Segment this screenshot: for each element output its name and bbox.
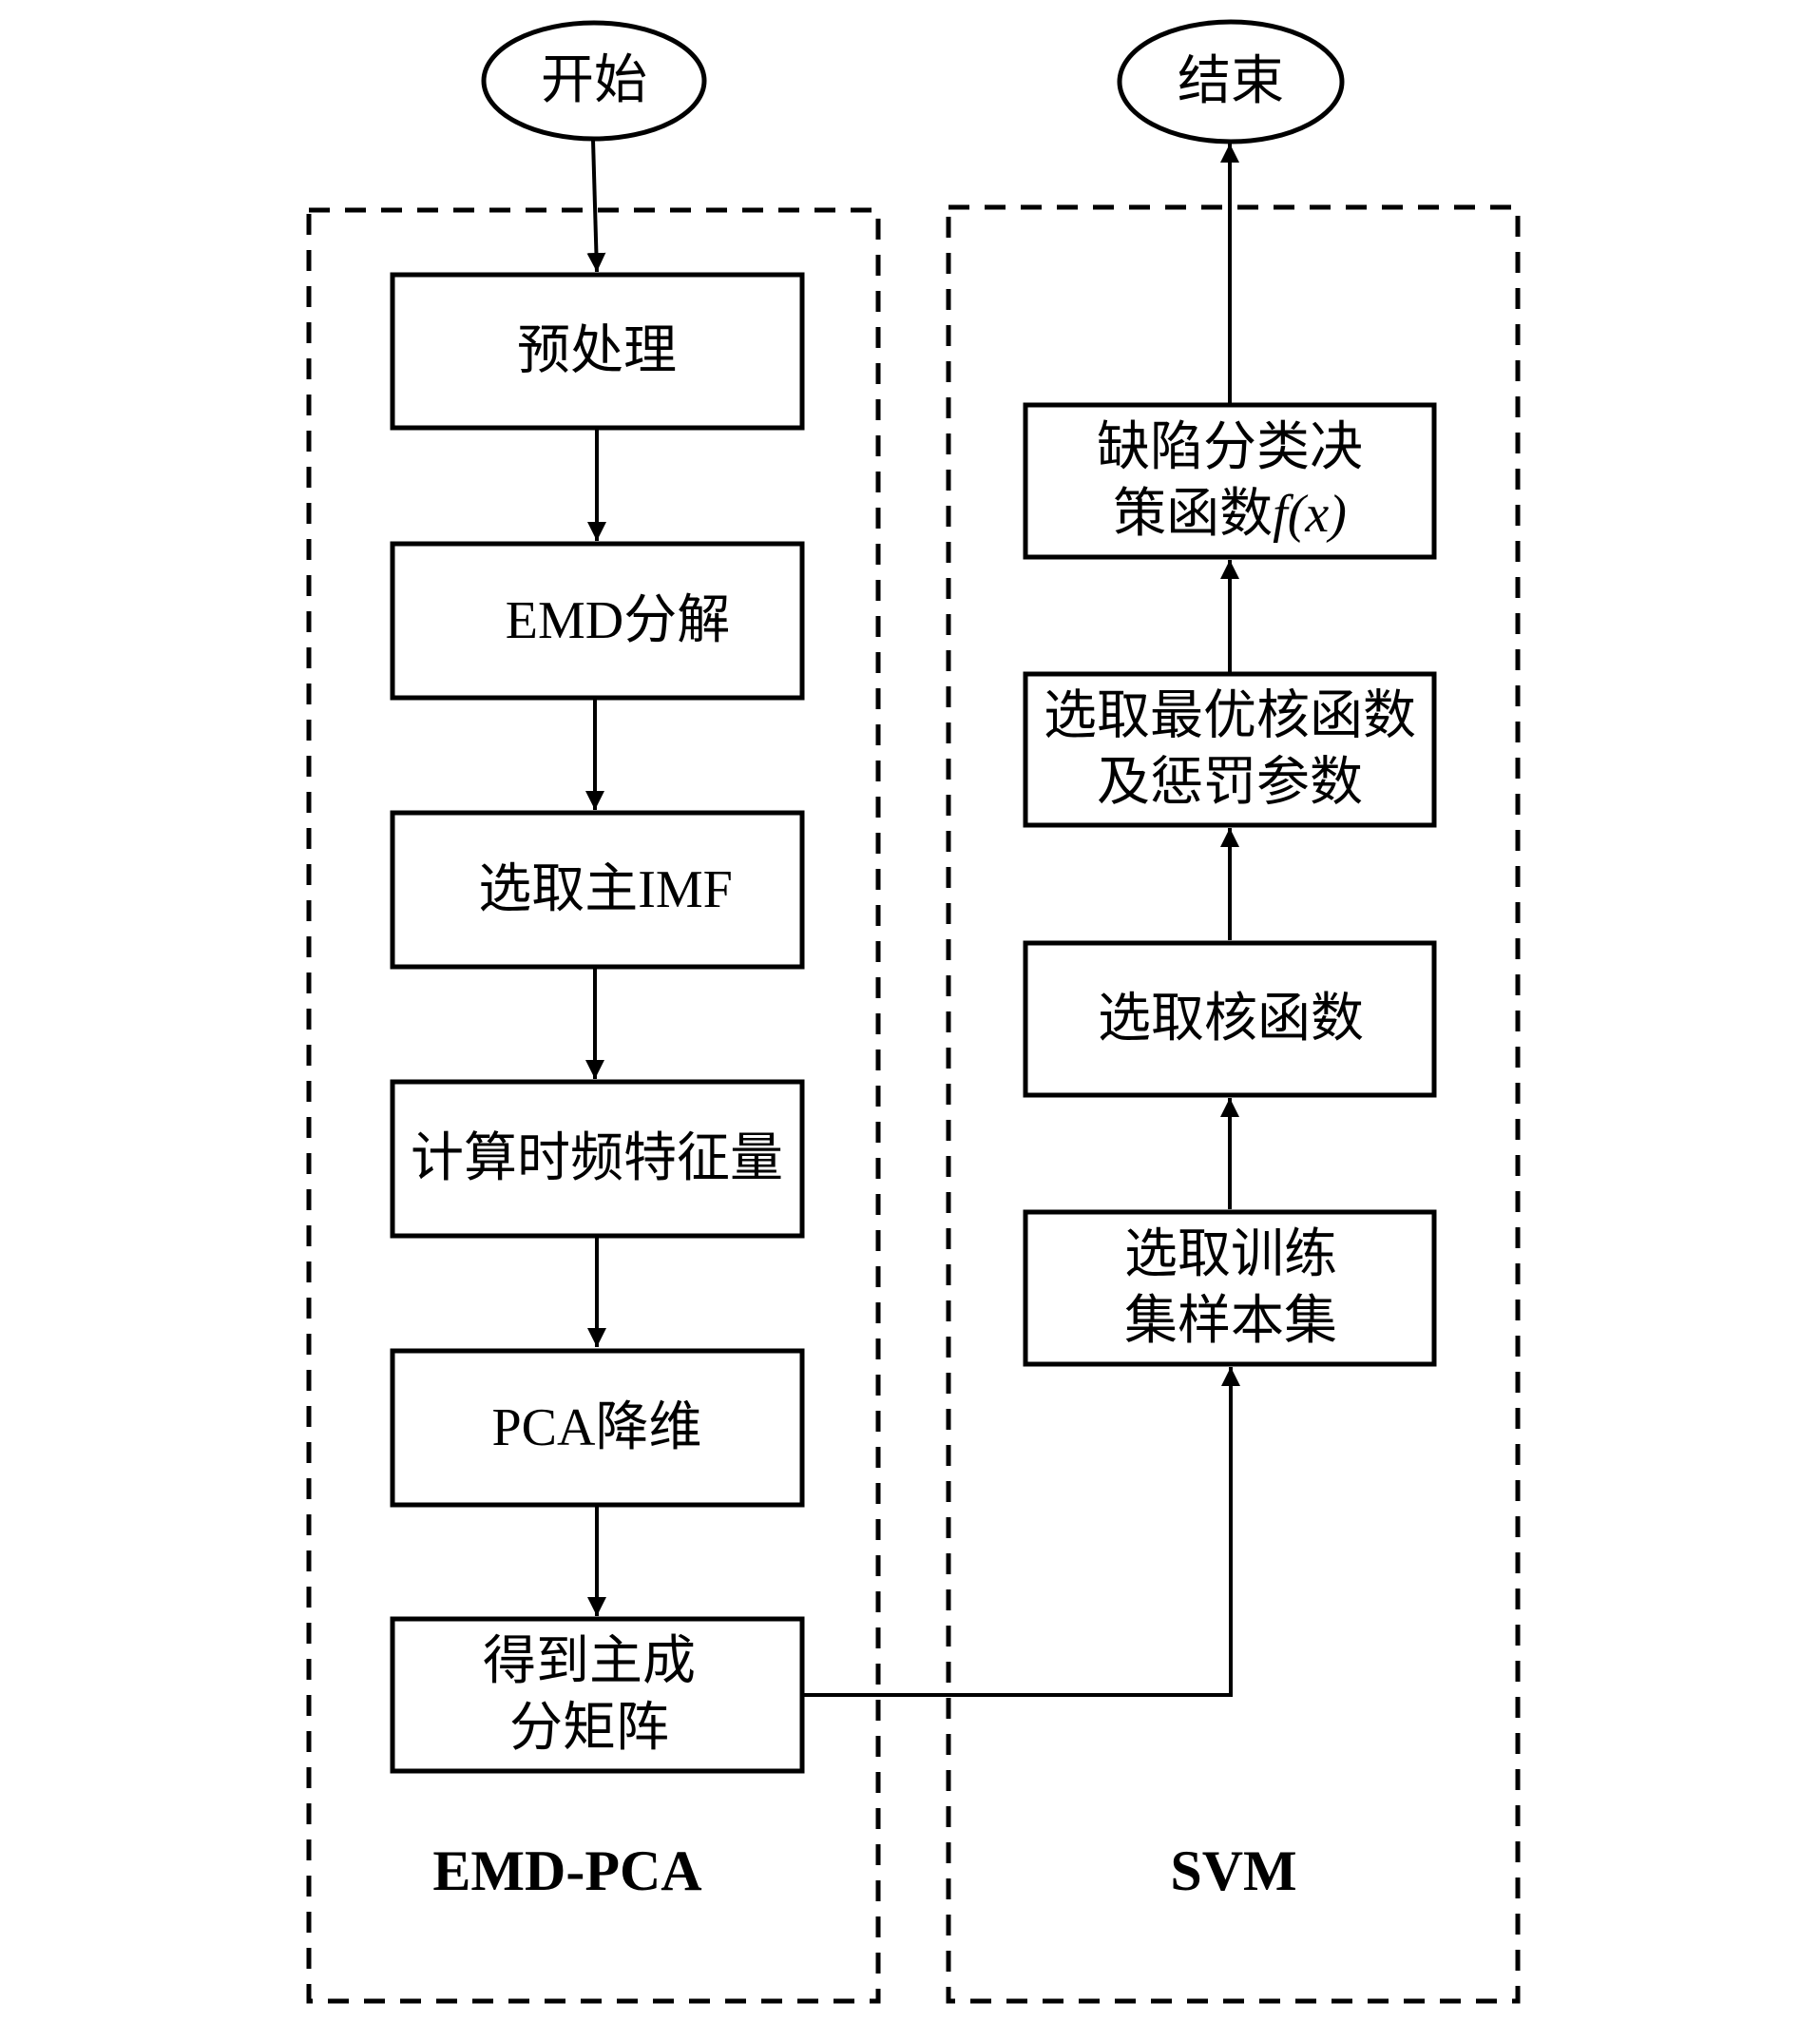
- step-compute-features-label-line-1: 计算时频特征量: [411, 1129, 783, 1188]
- step-principal-matrix-label-line-1: 得到主成: [483, 1632, 696, 1691]
- step-select-main-imf-label-line-1: 选取主IMF: [478, 860, 733, 919]
- step-optimal-kernel-penalty-label-line-1: 选取最优核函数: [1044, 687, 1416, 746]
- flow-arrows: [585, 139, 1240, 1697]
- emd-pca-group-label: EMD-PCA: [432, 1839, 701, 1902]
- step-compute-features-box: [390, 1079, 805, 1239]
- arrow-matrix-to-training-set: [803, 1367, 1240, 1697]
- step-emd-decomposition-box: [390, 541, 805, 701]
- step-optimal-kernel-penalty-box: [1023, 671, 1437, 828]
- start-label: 开始: [541, 51, 647, 110]
- svm-group-label: SVM: [1170, 1839, 1296, 1902]
- step-emd-decomposition-label-line-1: EMD分解: [506, 591, 730, 650]
- end-node[interactable]: 结束: [1117, 19, 1345, 144]
- end-ellipse: [1117, 19, 1345, 144]
- step-decision-function-label-line-2: 策函数f(x): [1113, 485, 1347, 544]
- step-select-training-set-label-line-2: 集样本集: [1124, 1292, 1337, 1351]
- step-emd-decomposition[interactable]: EMD分解: [390, 541, 805, 701]
- step-principal-matrix-box: [390, 1616, 805, 1774]
- start-ellipse: [481, 20, 707, 142]
- step-decision-function-label-line-1: 缺陷分类决: [1097, 418, 1363, 477]
- step-pca-reduction-box: [390, 1348, 805, 1508]
- step-pca-reduction[interactable]: PCA降维: [390, 1348, 805, 1508]
- emd-pca-group-frame: [306, 207, 881, 2004]
- step-principal-matrix-label-line-2: 分矩阵: [509, 1699, 669, 1758]
- step-select-training-set-box: [1023, 1209, 1437, 1367]
- step-preprocess-box: [390, 272, 805, 431]
- step-select-main-imf-box: [390, 810, 805, 970]
- step-select-main-imf[interactable]: 选取主IMF: [390, 810, 805, 970]
- start-node[interactable]: 开始: [481, 20, 707, 142]
- step-select-kernel[interactable]: 选取核函数: [1023, 940, 1437, 1098]
- step-select-kernel-box: [1023, 940, 1437, 1098]
- step-optimal-kernel-penalty-label-line-2: 及惩罚参数: [1097, 754, 1363, 813]
- end-label: 结束: [1178, 52, 1284, 111]
- step-compute-features[interactable]: 计算时频特征量: [390, 1079, 805, 1239]
- step-decision-function-box: [1023, 402, 1437, 560]
- decision-function-formula: f(x): [1273, 485, 1347, 544]
- arrow-start-to-preprocess: [586, 139, 606, 273]
- step-pca-reduction-label-line-1: PCA降维: [492, 1398, 702, 1457]
- step-preprocess-label-line-1: 预处理: [517, 322, 677, 381]
- step-preprocess[interactable]: 预处理: [390, 272, 805, 431]
- step-select-training-set-label-line-1: 选取训练: [1124, 1225, 1337, 1284]
- svm-group-frame: [946, 204, 1521, 2004]
- step-select-kernel-label-line-1: 选取核函数: [1098, 990, 1364, 1049]
